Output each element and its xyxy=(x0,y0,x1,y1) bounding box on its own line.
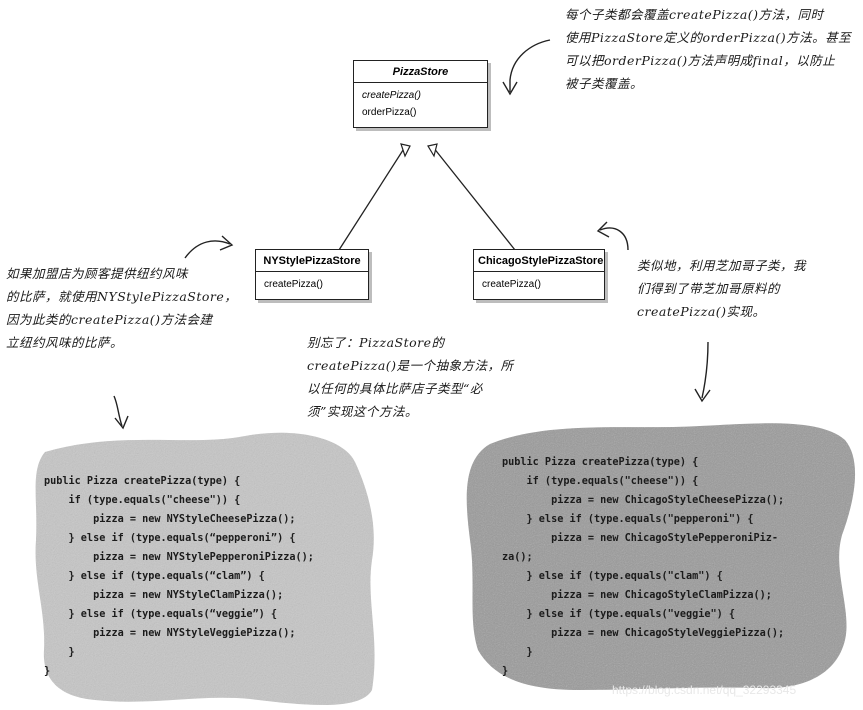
class-name-chicago-store: ChicagoStylePizzaStore xyxy=(474,250,604,272)
method-create-pizza-chicago: createPizza() xyxy=(482,279,541,290)
method-order-pizza: orderPizza() xyxy=(362,107,417,118)
method-create-pizza-ny: createPizza() xyxy=(264,279,323,290)
pointer-arrow-chicago-code xyxy=(701,341,709,399)
note-ny-store: 如果加盟店为顾客提供纽约风味 的比萨，就使用NYStylePizzaStore，… xyxy=(6,266,238,350)
code-block-chicago: public Pizza createPizza(type) { if (typ… xyxy=(502,457,785,677)
class-name-ny-store: NYStylePizzaStore xyxy=(256,250,368,272)
inheritance-line-ny xyxy=(338,146,406,251)
pointer-arrow-left xyxy=(184,240,231,259)
watermark-text: https://blog.csdn.net/qq_32293345 xyxy=(612,683,797,697)
class-methods-chicago-store: createPizza() xyxy=(474,272,604,299)
pointer-arrow-ny-code xyxy=(113,395,123,427)
code-block-ny: public Pizza createPizza(type) { if (typ… xyxy=(44,476,314,677)
note-chicago-store: 类似地，利用芝加哥子类，我 们得到了带芝加哥原料的 createPizza()实… xyxy=(637,258,807,319)
code-blob-ny xyxy=(35,432,375,706)
class-name-pizza-store: PizzaStore xyxy=(354,61,487,83)
pointer-arrowhead-top xyxy=(502,81,518,96)
pointer-arrow-right xyxy=(599,227,629,251)
pointer-arrowhead-left xyxy=(219,235,234,251)
pointer-arrowhead-chicago-code xyxy=(694,388,711,403)
method-create-pizza: createPizza() xyxy=(362,90,421,101)
class-pizza-store: PizzaStore createPizza() orderPizza() xyxy=(353,60,488,128)
class-ny-style-pizza-store: NYStylePizzaStore createPizza() xyxy=(255,249,369,300)
inheritance-arrowhead-chicago xyxy=(427,143,438,158)
class-methods-ny-store: createPizza() xyxy=(256,272,368,299)
code-blob-chicago xyxy=(466,423,856,690)
pointer-arrow-top xyxy=(509,39,551,92)
inheritance-line-chicago xyxy=(432,146,516,251)
class-methods-pizza-store: createPizza() orderPizza() xyxy=(354,83,487,127)
pointer-arrowhead-ny-code xyxy=(114,415,129,430)
pointer-arrowhead-right xyxy=(596,221,610,238)
note-abstract-method: 别忘了：PizzaStore的 createPizza()是一个抽象方法，所 以… xyxy=(307,335,514,419)
class-chicago-style-pizza-store: ChicagoStylePizzaStore createPizza() xyxy=(473,249,605,300)
note-subclass-override: 每个子类都会覆盖createPizza()方法，同时 使用PizzaStore定… xyxy=(565,7,852,91)
inheritance-arrowhead-ny xyxy=(400,143,411,158)
